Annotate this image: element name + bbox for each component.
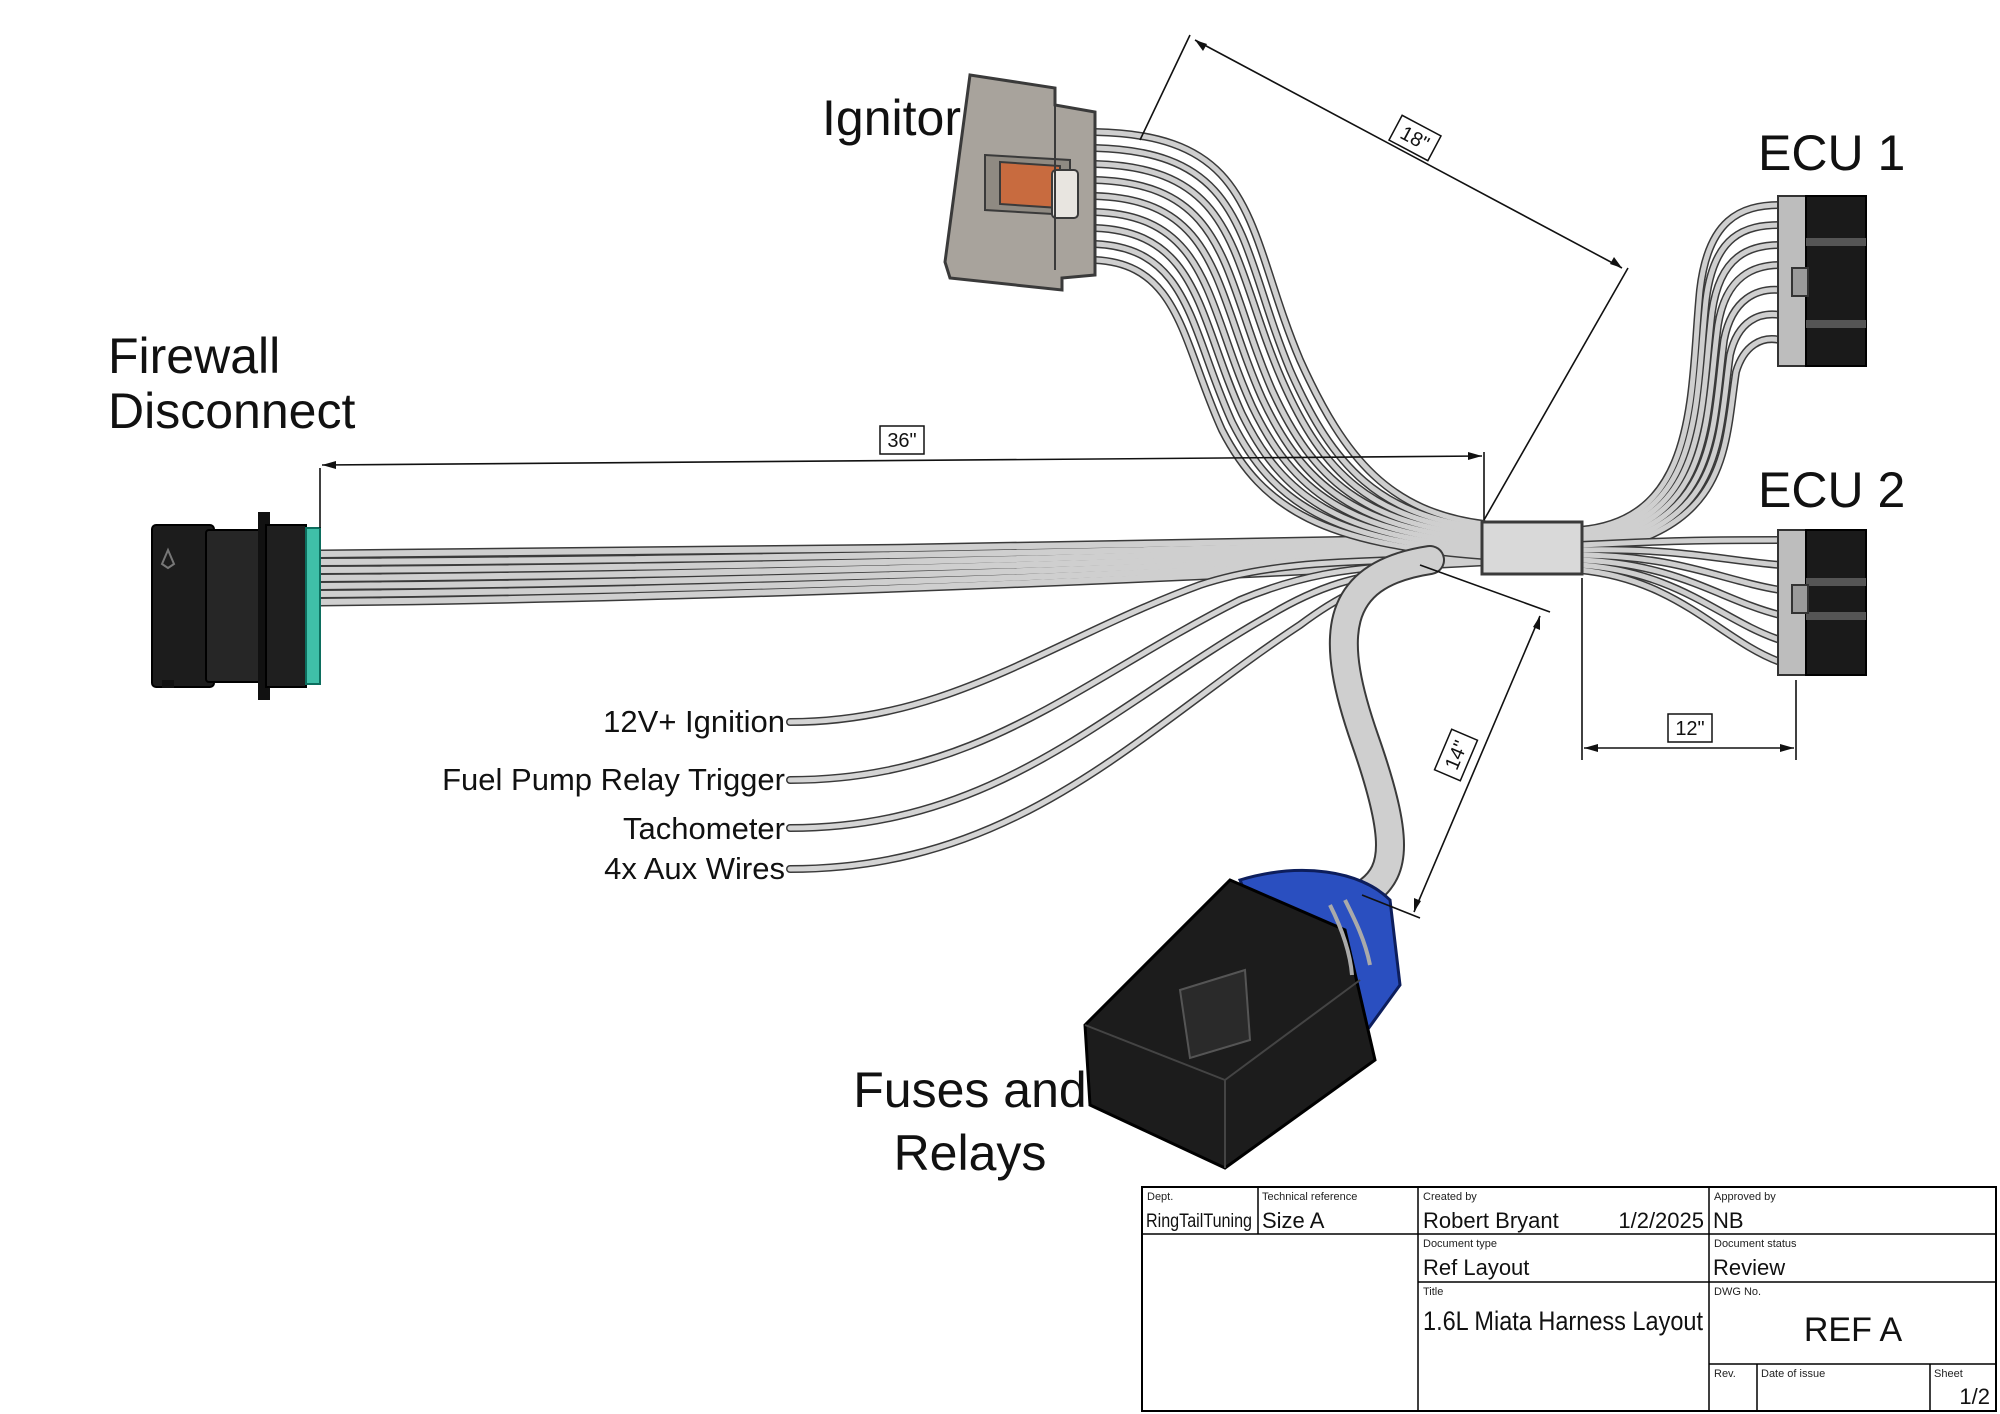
ecu2-connector (1777, 529, 1867, 676)
tb-sheet: 1/2 (1959, 1384, 1990, 1409)
tb-doc-type: Ref Layout (1423, 1255, 1529, 1280)
tb-approved-by: NB (1713, 1208, 1744, 1233)
svg-text:36": 36" (887, 430, 916, 452)
dim-label-18: 18" (1387, 114, 1443, 162)
label-fuses-line1: Fuses and (853, 1062, 1086, 1118)
tb-tech-ref-label: Technical reference (1262, 1191, 1357, 1203)
tb-dept: RingTailTuning (1146, 1211, 1252, 1232)
tb-date-issue-label: Date of issue (1761, 1368, 1825, 1380)
tb-doc-status: Review (1713, 1255, 1785, 1280)
tb-doc-status-label: Document status (1714, 1238, 1797, 1250)
tb-sheet-label: Sheet (1934, 1368, 1963, 1380)
ignitor-connector (943, 73, 1097, 292)
label-tachometer: Tachometer (623, 811, 785, 846)
tb-tech-ref: Size A (1262, 1208, 1325, 1233)
tb-rev-label: Rev. (1714, 1368, 1736, 1380)
dimension-lines (319, 34, 1797, 919)
label-firewall-line2: Disconnect (108, 383, 355, 439)
tb-title: 1.6L Miata Harness Layout (1423, 1306, 1703, 1336)
svg-text:12": 12" (1675, 718, 1704, 740)
dim-label-12: 12" (1667, 713, 1713, 743)
tb-dwg-no-label: DWG No. (1714, 1286, 1761, 1298)
ecu1-connector (1777, 195, 1867, 367)
tb-dept-label: Dept. (1147, 1191, 1173, 1203)
label-aux-wires: 4x Aux Wires (604, 851, 785, 886)
tb-created-date: 1/2/2025 (1618, 1208, 1704, 1233)
label-12v-ignition: 12V+ Ignition (603, 704, 785, 739)
tb-title-label: Title (1423, 1286, 1443, 1298)
tb-created-by: Robert Bryant (1423, 1208, 1559, 1233)
label-firewall-line1: Firewall (108, 328, 280, 384)
label-ignitor: Ignitor (822, 90, 961, 146)
ignitor-branch-wires (1091, 128, 1488, 560)
tb-dwg-no: REF A (1804, 1311, 1903, 1349)
splice-sleeve (1480, 520, 1584, 576)
dimension-arrowheads (322, 40, 1794, 912)
label-fuel-pump-relay: Fuel Pump Relay Trigger (442, 762, 785, 797)
firewall-connector (151, 512, 321, 700)
fuse-relay-box (1083, 869, 1402, 1170)
tb-doc-type-label: Document type (1423, 1238, 1497, 1250)
dim-label-36: 36" (879, 425, 925, 455)
tb-created-by-label: Created by (1423, 1191, 1477, 1203)
title-block: Dept. RingTailTuning Technical reference… (1141, 1186, 1997, 1412)
label-fuses-line2: Relays (894, 1125, 1047, 1181)
label-ecu1: ECU 1 (1758, 125, 1905, 181)
wire-bundle (315, 128, 1784, 905)
label-ecu2: ECU 2 (1758, 462, 1905, 518)
connector-seal (305, 527, 321, 685)
dim-label-14: 14" (1433, 728, 1479, 782)
tb-approved-by-label: Approved by (1714, 1191, 1776, 1203)
